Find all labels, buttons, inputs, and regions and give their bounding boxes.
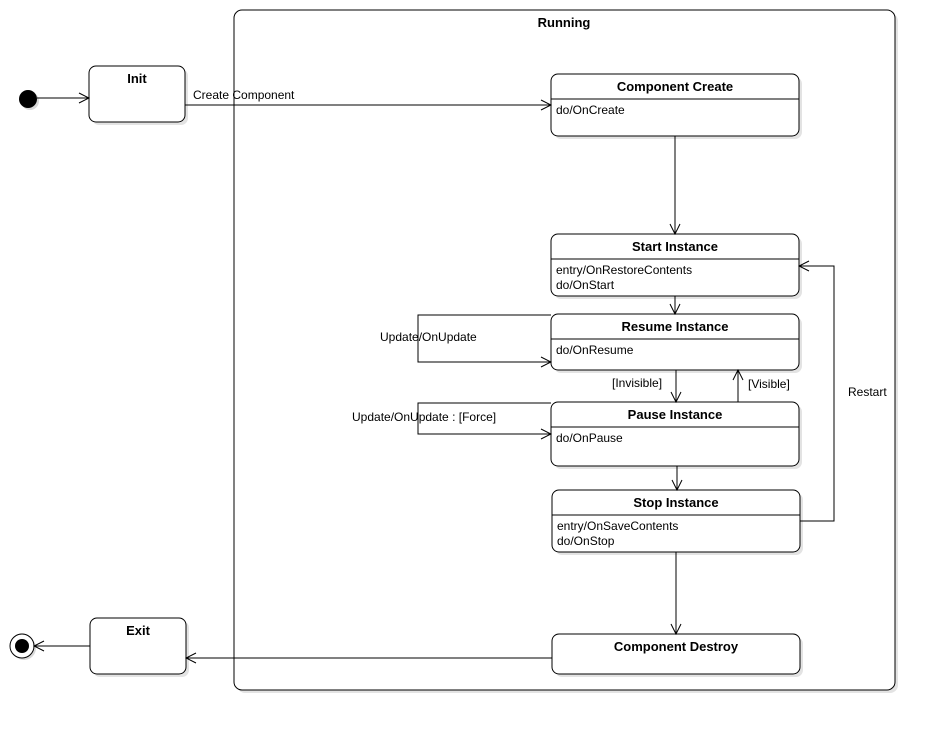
label-update-resume: Update/OnUpdate xyxy=(380,330,477,344)
transition-restart[interactable] xyxy=(799,266,835,522)
state-start-instance[interactable]: Start Instance entry/OnRestoreContents d… xyxy=(550,233,802,299)
state-stop-entry: entry/OnSaveContents xyxy=(557,519,678,533)
state-create-name: Component Create xyxy=(617,79,733,94)
running-label: Running xyxy=(538,15,591,30)
state-start-do: do/OnStart xyxy=(556,278,615,292)
label-restart: Restart xyxy=(848,385,887,399)
state-component-destroy[interactable]: Component Destroy xyxy=(551,633,803,677)
state-component-create[interactable]: Component Create do/OnCreate xyxy=(550,73,802,139)
state-create-action: do/OnCreate xyxy=(556,103,625,117)
label-invisible: [Invisible] xyxy=(612,376,662,390)
state-exit-name: Exit xyxy=(126,623,151,638)
state-resume-action: do/OnResume xyxy=(556,343,634,357)
label-update-pause-force: Update/OnUpdate : [Force] xyxy=(352,410,496,424)
state-stop-instance[interactable]: Stop Instance entry/OnSaveContents do/On… xyxy=(551,489,803,555)
state-resume-name: Resume Instance xyxy=(622,319,729,334)
state-exit[interactable]: Exit xyxy=(89,617,189,677)
state-stop-do: do/OnStop xyxy=(557,534,615,548)
state-start-name: Start Instance xyxy=(632,239,718,254)
label-create-component: Create Component xyxy=(193,88,295,102)
state-pause-action: do/OnPause xyxy=(556,431,623,445)
state-stop-name: Stop Instance xyxy=(633,495,718,510)
state-destroy-name: Component Destroy xyxy=(614,639,739,654)
transition-resume-self-update[interactable] xyxy=(417,314,551,362)
state-pause-name: Pause Instance xyxy=(628,407,723,422)
state-resume-instance[interactable]: Resume Instance do/OnResume xyxy=(550,313,802,373)
transition-pause-self-update-force[interactable] xyxy=(417,402,551,434)
state-pause-instance[interactable]: Pause Instance do/OnPause xyxy=(550,401,802,469)
label-visible: [Visible] xyxy=(748,377,790,391)
state-start-entry: entry/OnRestoreContents xyxy=(556,263,692,277)
state-init[interactable]: Init xyxy=(88,65,188,125)
final-node[interactable] xyxy=(9,633,36,660)
initial-node[interactable] xyxy=(19,90,39,110)
state-init-name: Init xyxy=(127,71,147,86)
